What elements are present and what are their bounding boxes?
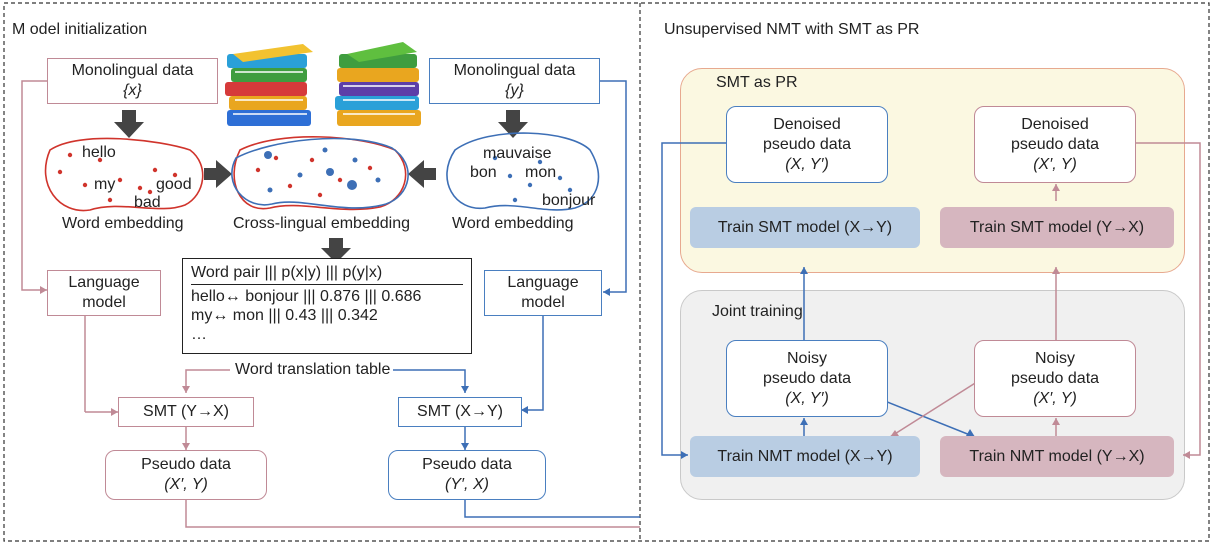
down-arrow-icon [498,110,528,138]
emb-x-label: Word embedding [62,215,184,232]
noisy-right-line3: (X′, Y) [1033,389,1077,407]
language-model-left: Language model [47,270,161,316]
denoised-left-line2: pseudo data [762,135,852,153]
mono-y-line1: Monolingual data [453,62,576,79]
denoised-right-line3: (X′, Y) [1033,155,1077,173]
train-nmt-x-to-y: Train NMT model (X→Y) [690,436,920,477]
embedding-x-blob [44,137,204,212]
down-arrow-icon [321,238,351,263]
noisy-pseudo-data-left: Noisy pseudo data (X, Y′) [726,340,888,417]
right-arrow-icon [204,160,232,188]
emb-word-hello: hello [82,144,116,161]
train-smt-x-to-y: Train SMT model (X→Y) [690,207,920,248]
denoised-right-line1: Denoised [1021,115,1089,133]
noisy-left-line1: Noisy [786,349,827,367]
smt-region-label: SMT as PR [716,74,798,91]
emb-y-label: Word embedding [452,215,574,232]
emb-word-good: good [156,176,192,193]
pseudo-data-right: Pseudo data (Y′, X) [388,450,546,500]
down-arrow-icon [114,110,144,138]
lm-right-line2: model [521,294,565,311]
right-panel-title: Unsupervised NMT with SMT as PR [664,21,920,38]
lm-left-line2: model [82,294,126,311]
train-nmt-left-label: Train NMT model (X→Y) [717,447,893,465]
emb-word-mauvaise: mauvaise [483,145,552,162]
left-panel-title: M odel initialization [12,21,148,38]
train-nmt-y-to-x: Train NMT model (Y→X) [940,436,1174,477]
left-panel-graphics [21,80,640,528]
table-header: Word pair ||| p(x|y) ||| p(y|x) [191,263,463,285]
emb-word-bonjour: bonjour [542,192,596,209]
word-translation-table: Word pair ||| p(x|y) ||| p(y|x) hello↔ b… [182,258,472,354]
emb-word-bad: bad [134,194,161,211]
emb-word-bon: bon [470,164,497,181]
table-row: my↔ mon ||| 0.43 ||| 0.342 [191,307,378,324]
table-row: … [191,326,207,343]
mono-x-line1: Monolingual data [71,62,194,79]
denoised-pseudo-data-right: Denoised pseudo data (X′, Y) [974,106,1136,183]
emb-word-mon: mon [525,164,557,181]
noisy-left-line2: pseudo data [762,369,852,387]
cross-blue-blob [231,137,409,209]
denoised-left-line1: Denoised [773,115,841,133]
lm-right-line1: Language [507,274,579,291]
cross-red-blob [233,136,407,211]
noisy-pseudo-data-right: Noisy pseudo data (X′, Y) [974,340,1136,417]
train-smt-left-label: Train SMT model (X→Y) [717,218,893,236]
smt-left-label: SMT (Y→X) [143,403,229,420]
noisy-right-line1: Noisy [1034,349,1075,367]
outer-frame [3,2,1210,542]
table-row: hello↔ bonjour ||| 0.876 ||| 0.686 [191,288,422,305]
pseudo-right-line1: Pseudo data [422,456,512,473]
smt-x-to-y-box: SMT (X→Y) [398,397,522,427]
language-model-right: Language model [484,270,602,316]
train-smt-right-label: Train SMT model (Y→X) [969,218,1145,236]
pseudo-right-line2: (Y′, X) [445,476,489,493]
smt-y-to-x-box: SMT (Y→X) [118,397,254,427]
noisy-right-line2: pseudo data [1010,369,1100,387]
joint-region-label: Joint training [712,303,803,320]
mono-x-line2: {x} [123,82,142,99]
table-label: Word translation table [232,360,394,379]
denoised-pseudo-data-left: Denoised pseudo data (X, Y′) [726,106,888,183]
pseudo-data-left: Pseudo data (X′, Y) [105,450,267,500]
smt-right-label: SMT (X→Y) [417,403,503,420]
left-arrow-icon [408,160,436,188]
train-smt-y-to-x: Train SMT model (Y→X) [940,207,1174,248]
noisy-left-line3: (X, Y′) [785,389,829,407]
denoised-right-line2: pseudo data [1010,135,1100,153]
emb-word-my: my [94,176,116,193]
train-nmt-right-label: Train NMT model (Y→X) [969,447,1145,465]
pseudo-left-line1: Pseudo data [141,456,231,473]
books-icon [225,42,421,126]
emb-cross-label: Cross-lingual embedding [233,215,410,232]
monolingual-data-x-box: Monolingual data {x} [47,58,218,104]
monolingual-data-y-box: Monolingual data {y} [429,58,600,104]
pseudo-left-line2: (X′, Y) [164,476,208,493]
denoised-left-line3: (X, Y′) [785,155,829,173]
mono-y-line2: {y} [505,82,524,99]
lm-left-line1: Language [68,274,140,291]
embedding-y-blob [446,132,600,211]
